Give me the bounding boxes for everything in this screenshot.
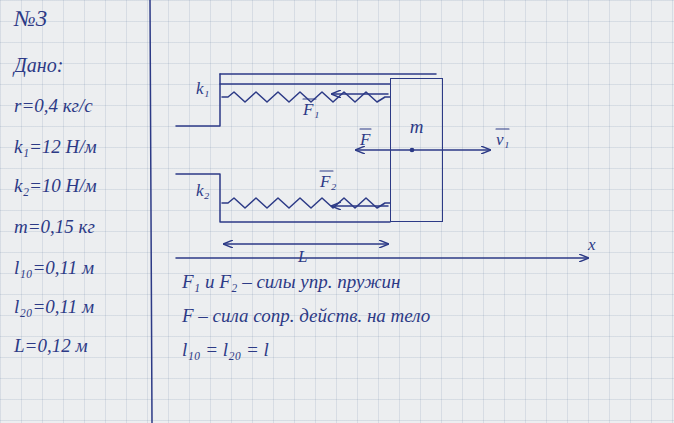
velocity-arrow (412, 149, 490, 151)
force-arrow (356, 149, 412, 151)
given-value: №3 (14, 6, 47, 31)
given-value: l₂₀=0,11 м (14, 297, 94, 318)
vector-bar (303, 99, 509, 171)
given-value: L=0,12 м (14, 336, 88, 357)
given-value: l₁₀=0,11 м (14, 258, 94, 279)
spring (222, 198, 390, 208)
force-arrow (332, 93, 388, 95)
housing-wall (176, 174, 390, 222)
diagram-label: k₂ (196, 182, 209, 201)
margin-line (150, 0, 152, 423)
force-arrow (332, 205, 388, 207)
given-value: m=0,15 кг (14, 217, 95, 238)
dimension-line (224, 243, 388, 245)
housing-wall (220, 83, 390, 85)
diagram-label: F₂ (320, 173, 336, 192)
mass-block: m (390, 78, 443, 222)
given-value: Дано: (14, 54, 63, 76)
given-value: k₂=10 Н/м (14, 176, 97, 197)
center-dot (410, 148, 413, 151)
housing-wall (176, 74, 220, 126)
diagram-label: x (588, 236, 596, 255)
diagram-label: L (298, 248, 307, 267)
diagram-label: k₁ (196, 80, 209, 99)
mass-label: m (391, 117, 442, 138)
note-line: l₁₀ = l₂₀ = l (182, 340, 269, 361)
diagram-label: v₁ (496, 131, 509, 150)
note-line: F₁ и F₂ – силы упр. пружин (182, 272, 401, 293)
x-axis (176, 257, 588, 259)
given-value: r=0,4 кг/с (14, 96, 93, 117)
diagram-label: F (360, 131, 370, 150)
diagram-label: F₁ (303, 101, 319, 120)
note-line: F – сила сопр. действ. на тело (182, 306, 430, 327)
housing-wall (220, 73, 436, 75)
given-value: k₁=12 Н/м (14, 137, 97, 158)
